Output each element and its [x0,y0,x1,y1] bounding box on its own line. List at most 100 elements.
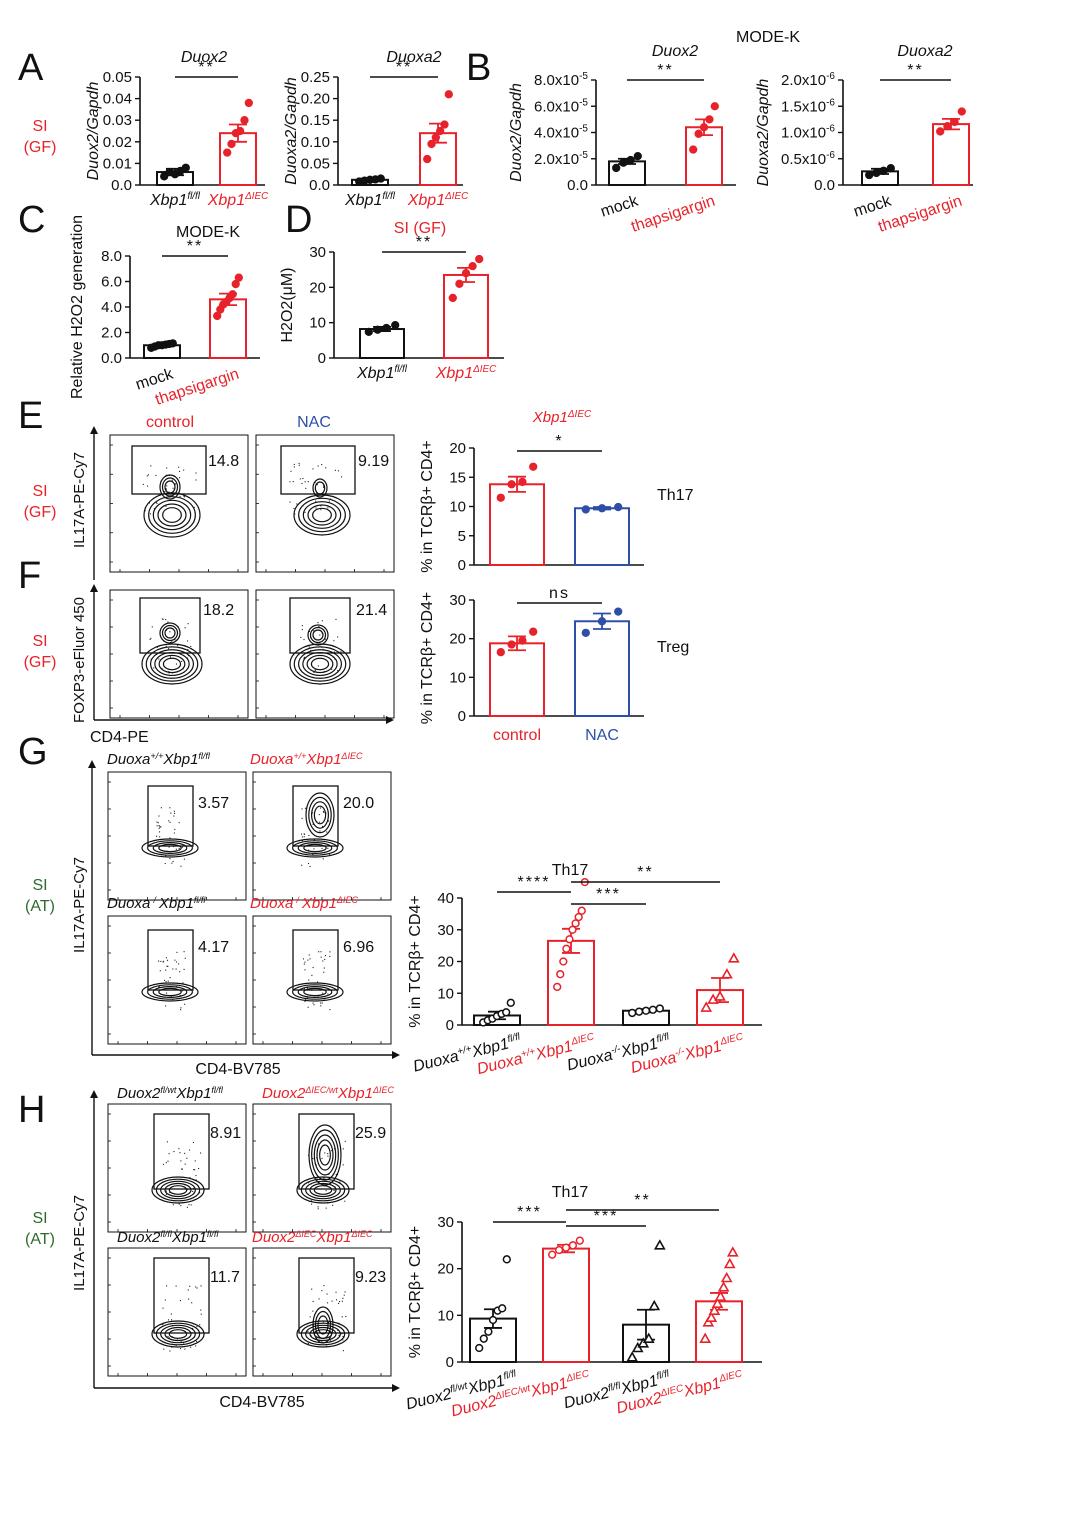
contour-ring [159,474,181,500]
data-point [440,120,449,129]
data-point [648,1299,661,1311]
event-dot [165,488,167,490]
event-dot [305,487,307,489]
event-dot [303,833,305,835]
scatter-events [156,807,185,867]
y-tick-label: 0.0 [814,177,835,194]
event-dot [153,667,155,669]
gate-percentage: 18.2 [203,602,234,619]
event-dot [162,1307,164,1309]
contour-ring [160,1324,196,1344]
y-axis-label: Duox2/Gapdh [85,82,102,181]
flow-plot-g-4: 6.96 [252,915,392,1045]
event-dot [321,1290,323,1292]
gate-box [131,445,207,495]
event-dot [326,1302,329,1304]
event-dot [166,959,169,961]
event-dot [302,477,304,480]
event-dot [179,495,181,498]
plot-frame [107,915,247,1045]
contour-ring [316,1139,334,1171]
data-point [559,957,568,966]
event-dot [317,1206,319,1208]
significance-label: ** [907,62,923,79]
plot-frame [252,915,392,1045]
y-axis-label: Duox2/Gapdh [508,83,525,182]
gate-percentage: 9.23 [355,1269,386,1286]
x-tick-label: mock [599,192,642,220]
contour-ring [149,649,195,679]
contour-ring [147,984,194,1000]
event-dot [188,1204,190,1206]
event-dot [165,645,167,647]
event-dot [307,849,310,851]
event-dot [194,1169,196,1171]
event-dot [169,807,171,809]
data-point [626,1351,639,1362]
event-dot [307,1330,309,1333]
event-dot [165,969,167,971]
event-dot [149,513,151,515]
event-dot [303,963,305,965]
y-tick-label: 0 [318,350,326,367]
x-tick-label: Xbp1fl/fl [344,191,396,209]
event-dot [168,648,170,650]
contour-ring [151,1176,205,1204]
event-dot [301,808,303,810]
chart-b1: 0.02.0x10-54.0x10-56.0x10-58.0x10-5Duox2… [508,43,736,236]
event-dot [174,639,176,641]
data-point [653,1239,666,1250]
event-dot [311,1288,313,1290]
event-dot [158,985,160,987]
event-dot [183,951,185,953]
y-tick-label: 20 [449,631,466,648]
event-dot [150,637,152,639]
event-dot [304,961,306,963]
data-point [574,912,583,922]
gate-percentage: 9.19 [358,453,389,470]
event-dot [319,989,321,991]
event-dot [331,1150,333,1152]
event-dot [312,1158,314,1160]
data-point [556,970,565,979]
event-dot [337,470,340,472]
event-dot [150,465,152,467]
y-axis-label: Duoxa2/Gapdh [755,79,772,187]
event-dot [181,1168,183,1170]
event-dot [169,631,171,633]
event-dot [182,982,184,984]
contour-ring [164,627,176,639]
event-dot [315,500,317,502]
event-dot [329,1009,331,1011]
contour-ring [314,481,326,495]
data-point [236,126,245,136]
xbp1-header-e: Xbp1ΔIEC [532,409,592,426]
flow-plot-e-nac: 9.19 [255,434,395,573]
event-dot [179,1152,181,1154]
significance-label: * [555,433,563,450]
event-dot [172,968,174,970]
event-dot [167,965,169,967]
event-dot [184,1163,186,1165]
event-dot [162,1323,164,1326]
contour-ring [296,1176,350,1204]
significance-label: ** [634,1192,650,1209]
chart-title: Duoxa2 [897,43,952,60]
y-tick-label: 0.20 [301,91,330,108]
flow-x-arrow-h [392,1384,400,1392]
data-point [529,462,538,471]
contour-ring [162,657,182,671]
contour-ring [296,1320,350,1348]
flow-plot-f-nac: 21.4 [255,589,395,719]
data-point [568,1241,578,1250]
panel-letter-d: D [285,199,312,241]
data-point [936,127,945,136]
event-dot [312,1300,314,1303]
y-tick-label: 0.0 [309,177,330,194]
event-dot [184,1152,186,1154]
row-label-g: SI (AT) [25,877,55,915]
data-point [376,174,385,183]
event-dot [169,977,171,979]
event-dot [324,955,327,957]
